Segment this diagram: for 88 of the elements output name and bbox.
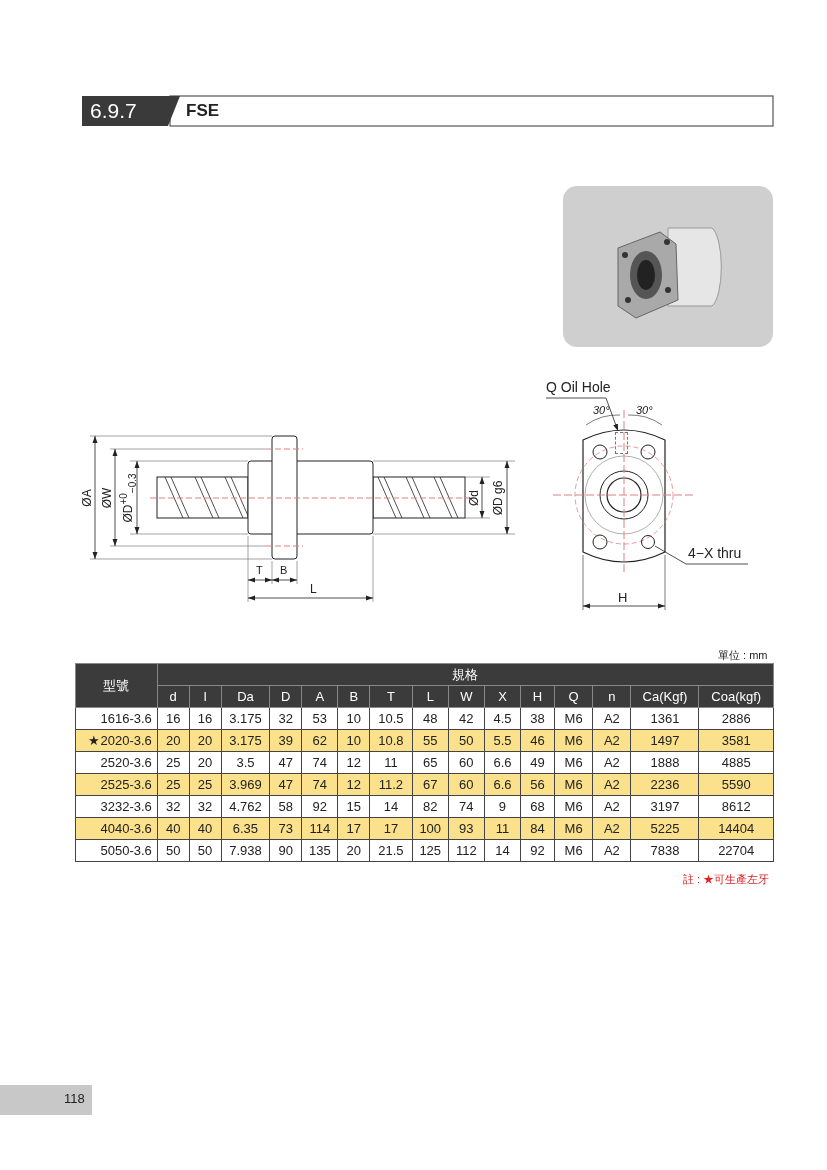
table-cell: A2 bbox=[592, 707, 631, 730]
page-number: 118 bbox=[64, 1091, 85, 1106]
dimension-label: ØD g6 bbox=[491, 480, 505, 516]
table-cell: 5050-3.6 bbox=[75, 839, 158, 862]
table-cell: 7838 bbox=[630, 839, 699, 862]
header-cell: 規格 bbox=[157, 663, 774, 686]
table-cell: 32 bbox=[157, 795, 190, 818]
table-cell: 74 bbox=[301, 751, 338, 774]
dimension-label: Ød bbox=[467, 490, 481, 506]
table-cell: A2 bbox=[592, 839, 631, 862]
table-cell: 4885 bbox=[698, 751, 774, 774]
table-cell: 2520-3.6 bbox=[75, 751, 158, 774]
table-cell: 49 bbox=[520, 751, 555, 774]
table-cell: 14 bbox=[484, 839, 521, 862]
table-cell: ★2020-3.6 bbox=[75, 729, 158, 752]
section-number: 6.9.7 bbox=[90, 99, 137, 123]
section-title: FSE bbox=[186, 101, 220, 121]
table-cell: 10 bbox=[337, 707, 370, 730]
table-cell: 25 bbox=[157, 751, 190, 774]
table-cell: 42 bbox=[448, 707, 485, 730]
callout-text: 4−X thru bbox=[688, 545, 742, 561]
table-cell: 20 bbox=[189, 751, 221, 774]
table-cell: 3232-3.6 bbox=[75, 795, 158, 818]
callout-text: Q Oil Hole bbox=[546, 379, 611, 395]
table-cell: A2 bbox=[592, 795, 631, 818]
table-cell: 50 bbox=[189, 839, 221, 862]
table-cell: M6 bbox=[554, 839, 593, 862]
dimension-label: ØA bbox=[80, 489, 94, 507]
table-cell: 50 bbox=[157, 839, 190, 862]
dimension-label: T bbox=[256, 564, 263, 576]
table-cell: 1888 bbox=[630, 751, 699, 774]
angle-label: 30° bbox=[636, 404, 653, 416]
table-cell: 15 bbox=[337, 795, 370, 818]
table-cell: 38 bbox=[520, 707, 555, 730]
table-cell: M6 bbox=[554, 707, 593, 730]
dimension-label: B bbox=[280, 564, 288, 576]
dimension-label: H bbox=[618, 590, 628, 605]
table-cell: 32 bbox=[189, 795, 221, 818]
table-cell: A2 bbox=[592, 751, 631, 774]
table-cell: M6 bbox=[554, 795, 593, 818]
table-cell: 53 bbox=[301, 707, 338, 730]
table-cell: 47 bbox=[269, 751, 302, 774]
dimension-label: L bbox=[310, 582, 317, 596]
oil-hole bbox=[615, 432, 628, 454]
table-cell: 16 bbox=[189, 707, 221, 730]
table-cell: 2886 bbox=[698, 707, 774, 730]
table-cell: 22704 bbox=[698, 839, 774, 862]
unit-note: 單位 : mm bbox=[718, 648, 768, 663]
table-cell: 4040-3.6 bbox=[75, 817, 158, 840]
table-cell: 3.5 bbox=[221, 751, 270, 774]
dimension-label: ØW bbox=[100, 487, 114, 509]
footnote: 註 : ★可生產左牙 bbox=[683, 872, 770, 887]
table-cell: 135 bbox=[301, 839, 338, 862]
leader-line bbox=[654, 545, 749, 565]
table-cell: 1361 bbox=[630, 707, 699, 730]
table-cell: 65 bbox=[412, 751, 449, 774]
table-cell: 74 bbox=[448, 795, 485, 818]
table-cell: M6 bbox=[554, 751, 593, 774]
table-cell: 16 bbox=[157, 707, 190, 730]
table-cell: 12 bbox=[337, 751, 370, 774]
table-cell: 82 bbox=[412, 795, 449, 818]
table-cell: 92 bbox=[520, 839, 555, 862]
table-cell: 125 bbox=[412, 839, 449, 862]
table-cell: 1616-3.6 bbox=[75, 707, 158, 730]
table-cell: 2525-3.6 bbox=[75, 773, 158, 796]
table-cell: 4.762 bbox=[221, 795, 270, 818]
table-cell: 112 bbox=[448, 839, 485, 862]
table-cell: 90 bbox=[269, 839, 302, 862]
table-cell: 20 bbox=[337, 839, 370, 862]
header-cell: 型號 bbox=[75, 663, 158, 708]
table-cell: 14 bbox=[369, 795, 413, 818]
table-cell: 4.5 bbox=[484, 707, 521, 730]
table-cell: 48 bbox=[412, 707, 449, 730]
angle-label: 30° bbox=[593, 404, 610, 416]
table-cell: 58 bbox=[269, 795, 302, 818]
table-cell: 68 bbox=[520, 795, 555, 818]
table-cell: 3197 bbox=[630, 795, 699, 818]
table-cell: 92 bbox=[301, 795, 338, 818]
table-cell: 10.5 bbox=[369, 707, 413, 730]
table-cell: 3.175 bbox=[221, 707, 270, 730]
table-cell: 9 bbox=[484, 795, 521, 818]
table-cell: 32 bbox=[269, 707, 302, 730]
table-cell: 60 bbox=[448, 751, 485, 774]
table-cell: 6.6 bbox=[484, 751, 521, 774]
table-cell: 8612 bbox=[698, 795, 774, 818]
table-cell: 7.938 bbox=[221, 839, 270, 862]
table-cell: 21.5 bbox=[369, 839, 413, 862]
table-cell: 11 bbox=[369, 751, 413, 774]
